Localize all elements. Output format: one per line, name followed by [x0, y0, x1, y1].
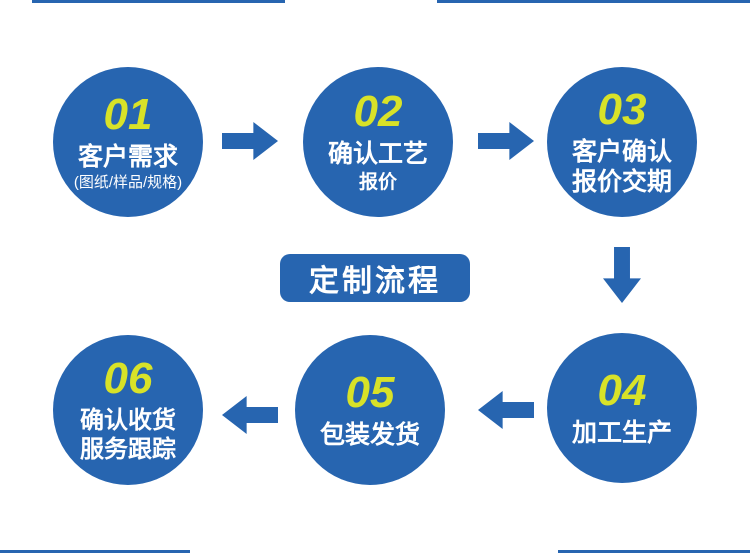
- step-title: 客户确认: [571, 137, 672, 166]
- step-number: 02: [353, 87, 403, 137]
- step-subtitle: 服务跟踪: [80, 435, 176, 463]
- arrow-left-icon: [478, 391, 534, 429]
- bottom-border-right: [558, 550, 750, 553]
- step-circle-05: 05 包装发货: [295, 335, 445, 485]
- step-title: 确认收货: [80, 406, 176, 434]
- arrow-right-icon: [222, 122, 278, 160]
- step-number: 05: [345, 367, 395, 417]
- step-subtitle: 报价交期: [571, 167, 672, 196]
- step-title: 客户需求: [77, 142, 178, 171]
- arrow-left-icon: [222, 396, 278, 434]
- flow-title: 定制流程: [309, 265, 441, 298]
- step-circle-04: 04 加工生产: [547, 333, 697, 483]
- flow-title-badge: 定制流程: [280, 254, 470, 302]
- step-number: 01: [103, 89, 153, 139]
- step-number: 04: [597, 365, 647, 415]
- step-title: 加工生产: [571, 418, 672, 447]
- bottom-border-left: [0, 550, 190, 553]
- arrow-down-icon: [603, 247, 641, 303]
- top-border-left: [32, 0, 285, 3]
- top-border-right: [437, 0, 750, 3]
- step-circle-01: 01 客户需求 (图纸/样品/规格): [53, 67, 203, 217]
- step-subtitle: (图纸/样品/规格): [73, 174, 183, 192]
- step-title: 确认工艺: [327, 140, 428, 169]
- step-number: 03: [597, 84, 647, 134]
- step-circle-02: 02 确认工艺 报价: [303, 67, 453, 217]
- step-number: 06: [103, 353, 153, 403]
- step-title: 包装发货: [319, 420, 420, 449]
- step-circle-06: 06 确认收货 服务跟踪: [53, 335, 203, 485]
- step-circle-03: 03 客户确认 报价交期: [547, 67, 697, 217]
- arrow-right-icon: [478, 122, 534, 160]
- step-subtitle: 报价: [358, 171, 397, 193]
